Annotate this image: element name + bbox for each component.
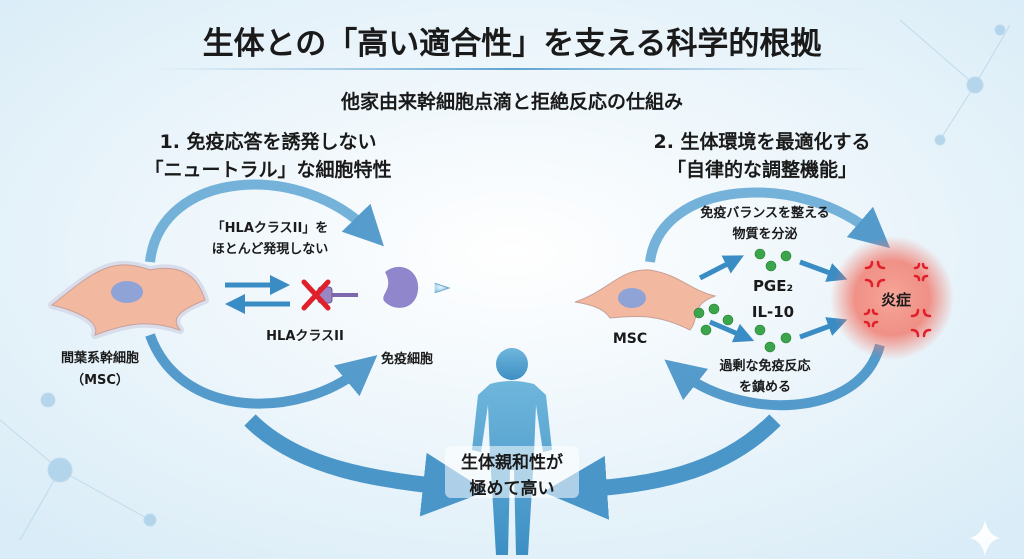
converge-arrow-left <box>244 414 487 517</box>
blocked-cross-icon <box>301 279 331 311</box>
calm-line2: を鎮める <box>739 379 791 395</box>
right-heading-line1: 2. 生体環境を最適化する <box>653 130 870 153</box>
msc-cell-illustration <box>48 261 209 339</box>
sparkle-icon <box>970 520 1000 556</box>
msc-cell-right-illustration <box>574 269 717 331</box>
secreted-factor-dots <box>693 248 792 353</box>
msc-label: 間葉系幹細胞 <box>61 350 139 366</box>
msc-label-right: MSC <box>613 331 647 347</box>
factor-arrow-down <box>799 317 848 340</box>
result-backdrop <box>445 446 579 498</box>
left-heading-line1: 1. 免疫応答を誘発しない <box>159 130 376 153</box>
left-section: 1. 免疫応答を誘発しない 「ニュートラル」な細胞特性 間葉系幹細胞 （MSC）… <box>48 130 451 409</box>
calm-line1: 過剰な免疫反応 <box>718 358 810 374</box>
title-divider <box>150 68 874 70</box>
result-line1: 生体親和性が <box>461 452 563 473</box>
result-line2: 極めて高い <box>470 478 555 499</box>
upper-cycle-arrow-right <box>645 187 891 263</box>
network-decoration <box>0 19 1011 541</box>
subtitle: 他家由来幹細胞点滴と拒絶反応の仕組み <box>340 90 683 113</box>
factor-il10: IL-10 <box>752 303 794 321</box>
return-arrow-right <box>664 343 885 411</box>
inflammation-label: 炎症 <box>881 291 911 309</box>
immune-cell-nucleus <box>383 266 419 308</box>
left-heading-line2: 「ニュートラル」な細胞特性 <box>144 158 391 181</box>
immune-cell-illustration <box>383 266 451 308</box>
secrete-arrow-down <box>709 319 755 343</box>
secrete-arrow-up <box>698 255 744 281</box>
right-section: 2. 生体環境を最適化する 「自律的な調整機能」 MSC 免疫バランスを整える … <box>574 130 954 411</box>
secrete-line2: 物質を分泌 <box>732 226 797 242</box>
converge-arrow-right <box>543 414 781 520</box>
factor-arrow-up <box>799 259 848 282</box>
upper-cycle-arrow <box>145 179 384 263</box>
lower-cycle-arrow <box>145 333 378 409</box>
immune-cell-label: 免疫細胞 <box>381 351 433 367</box>
immune-cell-body <box>434 282 451 294</box>
secrete-line1: 免疫バランスを整える <box>700 205 829 221</box>
hla-note-line2: ほとんど発現しない <box>212 241 329 257</box>
nucleus <box>111 281 143 303</box>
right-heading-line2: 「自律的な調整機能」 <box>667 158 857 181</box>
page-title: 生体との「高い適合性」を支える科学的根拠 <box>203 26 823 62</box>
hla-note-line1: 「HLAクラスII」を <box>212 220 329 236</box>
msc-label-abbr: （MSC） <box>71 372 129 388</box>
factor-pge2: PGE₂ <box>753 277 793 295</box>
anger-mark-icons <box>863 260 932 338</box>
hla-class2-label: HLAクラスII <box>266 329 344 344</box>
